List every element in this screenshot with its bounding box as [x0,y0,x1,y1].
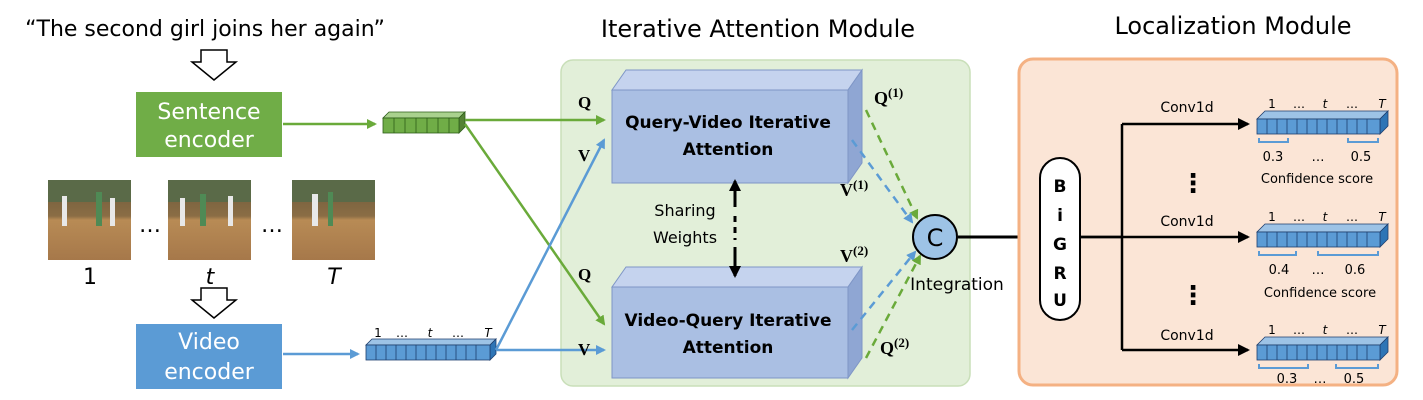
row1-bracket-left [1258,138,1289,143]
frame-label-t: t [206,265,216,290]
row3-score-left: 0.3 [1277,372,1298,387]
row1-score-right: 0.5 [1351,150,1372,165]
sharing-label-line1: Sharing [654,201,715,220]
seq-axis-label: t [428,326,434,340]
arrow-sentence-to-vq [463,123,606,326]
sentence-feature-vector [382,111,466,134]
frames-ellipsis: … [261,213,283,238]
row3-axis: … [1293,323,1305,337]
row3-bracket-right [1335,364,1379,369]
output-label-q2: Q(2) [880,335,909,358]
arrow-q1-to-concat [864,109,919,220]
row2-axis: … [1293,210,1305,224]
row2-bracket-left [1258,251,1297,256]
sentence-encoder: Sentence encoder [136,92,282,157]
conv1d-label: Conv1d [1160,214,1213,230]
video-query-attention-block: Video-Query Iterative Attention [611,265,863,380]
frame-label-1: 1 [83,265,97,290]
row2-axis: 1 [1268,210,1276,224]
video-encoder: Video encoder [136,324,282,389]
video-frame-1 [48,180,131,260]
vq-attention-line2: Attention [683,338,774,358]
row1-caption: Confidence score [1261,172,1373,187]
bigru-letter: G [1053,235,1067,255]
integration-label: Integration [910,275,1004,295]
score-sequence-row3 [1256,336,1389,361]
qv-attention-line1: Query-Video Iterative [625,113,831,133]
row1-axis: T [1378,97,1387,111]
query-sentence: “The second girl joins her again” [25,17,385,42]
hollow-down-arrow-icon [189,49,239,81]
frames-ellipsis: … [139,213,161,238]
frame-label-T: T [327,265,342,290]
row2-score-right: 0.6 [1345,263,1366,278]
row2-score-left: 0.4 [1269,263,1290,278]
bigru-block: B i G R U [1039,157,1081,321]
row3-bracket-left [1258,364,1309,369]
score-sequence-row2 [1256,223,1389,248]
row1-score-left: 0.3 [1263,150,1284,165]
output-label-v1: V(1) [840,177,868,200]
localization-module-title: Localization Module [1114,12,1351,40]
bigru-letter: U [1053,291,1067,311]
localization-module-panel [1017,57,1399,387]
row1-score-mid: … [1312,150,1325,165]
video-frame-t [168,180,251,260]
hollow-down-arrow-icon [189,287,239,319]
video-encoder-line2: encoder [164,360,255,385]
row3-score-mid: … [1314,372,1327,387]
score-sequence-row1 [1256,110,1389,135]
row1-axis: … [1346,97,1358,111]
row1-axis: t [1323,97,1329,111]
arrow-v1-to-concat [850,139,914,224]
output-label-q1: Q(1) [874,85,903,108]
seq-axis-label: 1 [374,326,382,340]
video-feature-sequence [365,338,497,361]
row1-axis: 1 [1268,97,1276,111]
bigru-letter: B [1054,177,1067,197]
output-label-v2: V(2) [840,243,868,266]
concat-node: C [912,214,958,260]
row2-bracket-right [1317,251,1379,256]
seq-axis-label: … [452,326,464,340]
conv1d-label: Conv1d [1160,100,1213,116]
seq-axis-label: … [396,326,408,340]
row2-caption: Confidence score [1264,286,1376,301]
bigru-letter: i [1057,206,1063,226]
row3-axis: T [1378,323,1387,337]
row1-axis: … [1293,97,1305,111]
row2-axis: … [1346,210,1358,224]
bigru-letter: R [1053,264,1066,284]
concat-symbol: C [927,224,944,252]
qv-attention-line2: Attention [683,140,774,160]
row3-score-right: 0.5 [1344,372,1365,387]
input-label-q: Q [578,93,591,112]
arrow-video-to-qv [494,138,606,351]
vertical-ellipsis: ⋮ [1180,169,1206,199]
attention-module-title: Iterative Attention Module [601,15,915,43]
vq-attention-line1: Video-Query Iterative [625,311,832,331]
row3-axis: … [1346,323,1358,337]
input-label-v: V [578,340,591,359]
video-frame-T [292,180,375,260]
arrow-v2-to-concat [851,250,917,331]
seq-axis-label: T [484,326,493,340]
row1-bracket-right [1347,138,1379,143]
row3-axis: t [1323,323,1329,337]
query-video-attention-block: Query-Video Iterative Attention [611,68,863,185]
input-label-q: Q [578,265,591,284]
row2-axis: t [1323,210,1329,224]
sharing-label-line2: Weights [653,228,717,247]
vertical-ellipsis: ⋮ [1180,281,1206,311]
row2-score-mid: … [1312,263,1325,278]
arrow-q2-to-concat [864,254,922,359]
row2-axis: T [1378,210,1387,224]
video-encoder-line1: Video [178,330,240,355]
input-label-v: V [578,146,591,165]
row3-axis: 1 [1268,323,1276,337]
sentence-encoder-line1: Sentence [157,100,260,125]
conv1d-label: Conv1d [1160,328,1213,344]
sentence-encoder-line2: encoder [164,128,255,153]
